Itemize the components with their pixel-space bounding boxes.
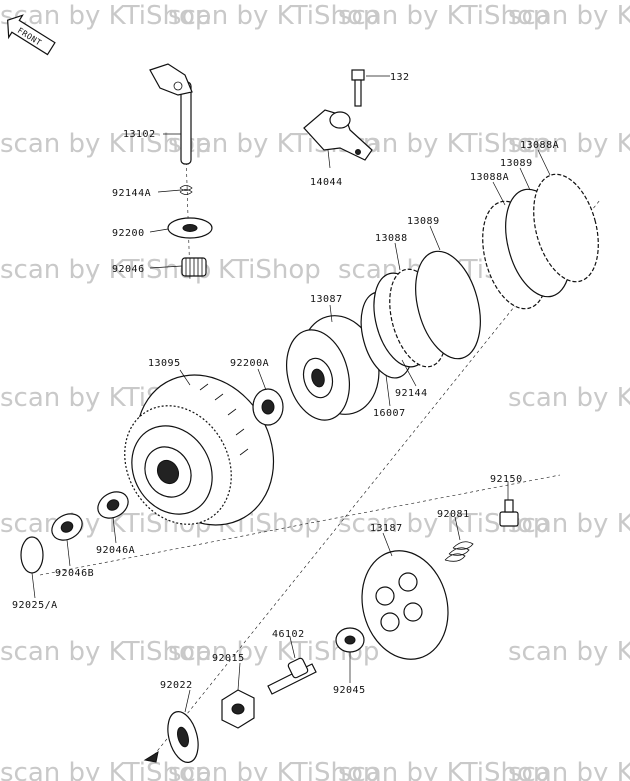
label-13102: 13102 — [123, 129, 156, 140]
part-number-labels: 13102 132 92144A 92200 92046 14044 13088… — [12, 72, 559, 696]
label-92081: 92081 — [437, 509, 470, 520]
label-92144: 92144 — [395, 388, 428, 399]
part-92015-nut — [221, 689, 255, 729]
label-14044: 14044 — [310, 177, 343, 188]
label-13088a: 13088A — [470, 172, 509, 183]
watermark-text: scan by KTiShop — [168, 758, 379, 781]
part-92046a-bearing — [97, 491, 129, 519]
label-92022: 92022 — [160, 680, 193, 691]
part-14044-bracket — [303, 109, 373, 161]
watermark-text: scan by KTiS — [508, 637, 630, 667]
label-13087: 13087 — [310, 294, 343, 305]
label-13088: 13088 — [375, 233, 408, 244]
label-13088a: 13088A — [520, 140, 559, 151]
label-92015: 92015 — [212, 653, 245, 664]
part-92046b-bearing — [51, 513, 83, 541]
watermark-text: KTiShop — [218, 255, 321, 285]
label-92046: 92046 — [112, 264, 145, 275]
part-13095-clutch-housing — [124, 374, 275, 526]
part-13088a-friction-plate — [533, 173, 599, 283]
label-92144a: 92144A — [112, 188, 151, 199]
label-92200a: 92200A — [230, 358, 269, 369]
part-13102-lever — [149, 63, 193, 165]
label-92046a: 92046A — [96, 545, 135, 556]
label-92045: 92045 — [333, 685, 366, 696]
watermark-text: scan by KTiS — [508, 758, 630, 781]
label-92200: 92200 — [112, 228, 145, 239]
label-13089: 13089 — [407, 216, 440, 227]
part-46102-push-rod — [267, 657, 317, 695]
label-13089: 13089 — [500, 158, 533, 169]
axis-arrow-icon — [143, 750, 159, 763]
watermark-text: scan by KTiShop — [0, 758, 211, 781]
watermark-text: scan by KTiShop — [338, 758, 549, 781]
part-92200a-washer — [252, 388, 284, 426]
label-132: 132 — [390, 72, 410, 83]
watermark-text: scan by KTiSh — [508, 1, 630, 31]
watermark-text: scan by KTiShop — [0, 255, 211, 285]
label-92150: 92150 — [490, 474, 523, 485]
label-46102: 46102 — [272, 629, 305, 640]
watermark-text: scan by KTiShop — [338, 1, 549, 31]
watermark-text: scan by KTiShop — [338, 129, 549, 159]
leader-lines — [31, 75, 551, 713]
watermark-text: scan by KTiS — [508, 383, 630, 413]
part-92025a-washer — [20, 536, 44, 574]
watermark-text: scan by KTiShop — [168, 1, 379, 31]
part-92144a-spring — [179, 185, 193, 195]
label-92025a: 92025/A — [12, 600, 58, 611]
watermark-text: scan by KTiS — [508, 509, 630, 539]
part-132-bolt — [351, 69, 365, 107]
label-13095: 13095 — [148, 358, 181, 369]
part-92200-washer — [167, 217, 213, 239]
part-92022-washer — [167, 711, 199, 763]
part-13087-clutch-hub — [286, 315, 380, 421]
part-92081-spring — [444, 541, 474, 562]
label-13187: 13187 — [370, 523, 403, 534]
watermark-text: scan by KTiShop — [0, 637, 211, 667]
part-13089-steel-plate — [415, 250, 481, 360]
part-13187-pressure-plate — [361, 550, 449, 660]
watermark-text: scan by KTiSh — [508, 129, 630, 159]
part-92150-bolt — [499, 499, 519, 527]
label-92046b: 92046B — [55, 568, 94, 579]
label-16007: 16007 — [373, 408, 406, 419]
part-92045-bearing — [335, 627, 365, 653]
part-92046-bearing — [181, 257, 207, 277]
watermark-text: scan by KTiShop — [0, 1, 211, 31]
